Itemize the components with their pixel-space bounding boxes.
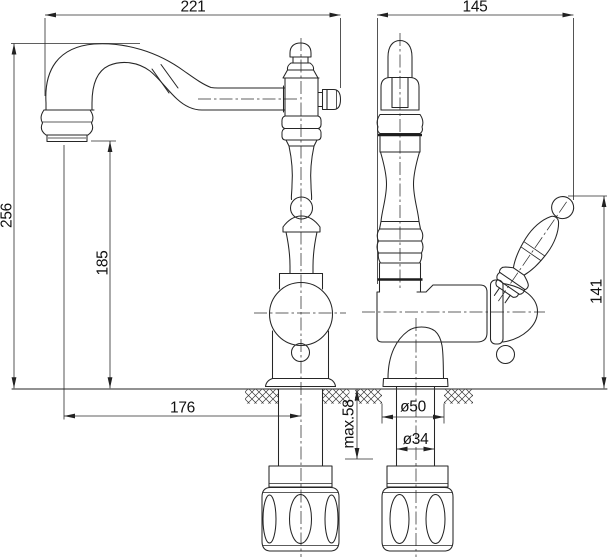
dim-label-141: 141 xyxy=(589,279,606,304)
side-view xyxy=(376,39,575,552)
spout xyxy=(45,43,286,113)
front-view xyxy=(40,42,342,552)
dimension-handle-height: 141 xyxy=(568,195,607,389)
mounting-deck xyxy=(11,388,608,404)
dim-label-176: 176 xyxy=(170,400,195,417)
handle-ball xyxy=(551,196,575,220)
dim-label-221: 221 xyxy=(181,0,206,16)
dim-label-max58: max.58 xyxy=(341,399,358,448)
dim-label-256: 256 xyxy=(0,203,16,228)
dimension-spout-offset: 176 xyxy=(63,145,301,420)
deck-hatch xyxy=(444,389,473,404)
spout-aerator xyxy=(40,102,95,143)
column-hub xyxy=(281,77,342,147)
dimension-shank-diameter: ø34 xyxy=(396,431,435,452)
small-ball-side xyxy=(495,344,516,365)
side-base xyxy=(382,326,449,388)
base-flange-front xyxy=(264,377,337,388)
dim-label-d34: ø34 xyxy=(403,431,429,448)
shank-side xyxy=(381,385,454,552)
shank-front xyxy=(261,388,340,552)
handle-mount xyxy=(489,279,539,365)
handle-dome-front xyxy=(268,281,334,347)
dim-label-185: 185 xyxy=(95,251,112,276)
dimension-total-height: 256 xyxy=(0,43,140,389)
centerlines xyxy=(198,33,545,557)
handle-lever xyxy=(493,196,575,304)
deck-hatch xyxy=(355,389,382,404)
column-finial xyxy=(282,42,319,79)
column-neck xyxy=(282,145,321,275)
dimension-spout-reach: 221 xyxy=(44,0,341,96)
valve-body xyxy=(268,272,334,380)
dimension-spout-outlet-height: 185 xyxy=(91,140,116,389)
side-body xyxy=(376,284,488,343)
side-knob xyxy=(317,88,342,111)
dimension-body-depth: 145 xyxy=(377,0,574,284)
deck-hatch xyxy=(245,389,278,404)
deck-hatch xyxy=(322,389,350,404)
dim-label-d50: ø50 xyxy=(400,399,426,416)
dimension-hole-diameter: ø50 xyxy=(381,399,445,424)
dimensions: 221 145 256 185 xyxy=(0,0,607,460)
small-ball-front xyxy=(290,342,311,363)
dimension-max-deck: max.58 xyxy=(341,389,373,460)
dim-label-145: 145 xyxy=(463,0,488,16)
